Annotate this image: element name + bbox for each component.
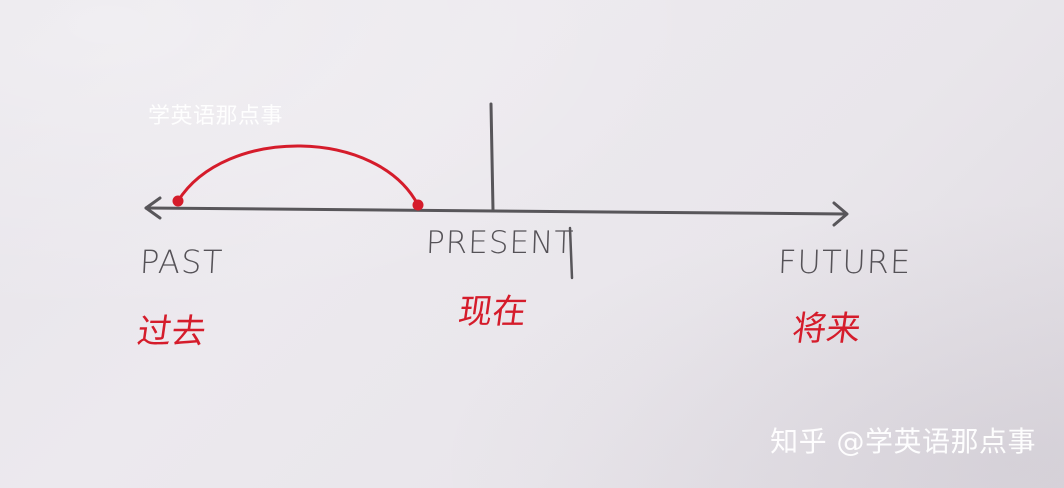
present-underline [568,226,574,280]
left-arrowhead [144,196,162,220]
right-red-dot [412,199,424,211]
watermark-bottom: 知乎 @学英语那点事 [770,425,1036,458]
future-label: FUTURE [777,243,912,281]
future-chinese-label: 将来 [789,309,864,349]
left-red-dot [172,195,184,207]
present-chinese-label: 现在 [455,292,530,332]
watermark-top: 学英语那点事 [148,104,284,129]
past-label: PAST [139,243,224,281]
past-chinese-label: 过去 [134,312,209,352]
present-marker [489,102,495,212]
present-label: PRESENT [425,225,575,261]
red-arc [176,144,420,207]
right-arrowhead [832,201,849,227]
timeline-axis [144,206,848,216]
